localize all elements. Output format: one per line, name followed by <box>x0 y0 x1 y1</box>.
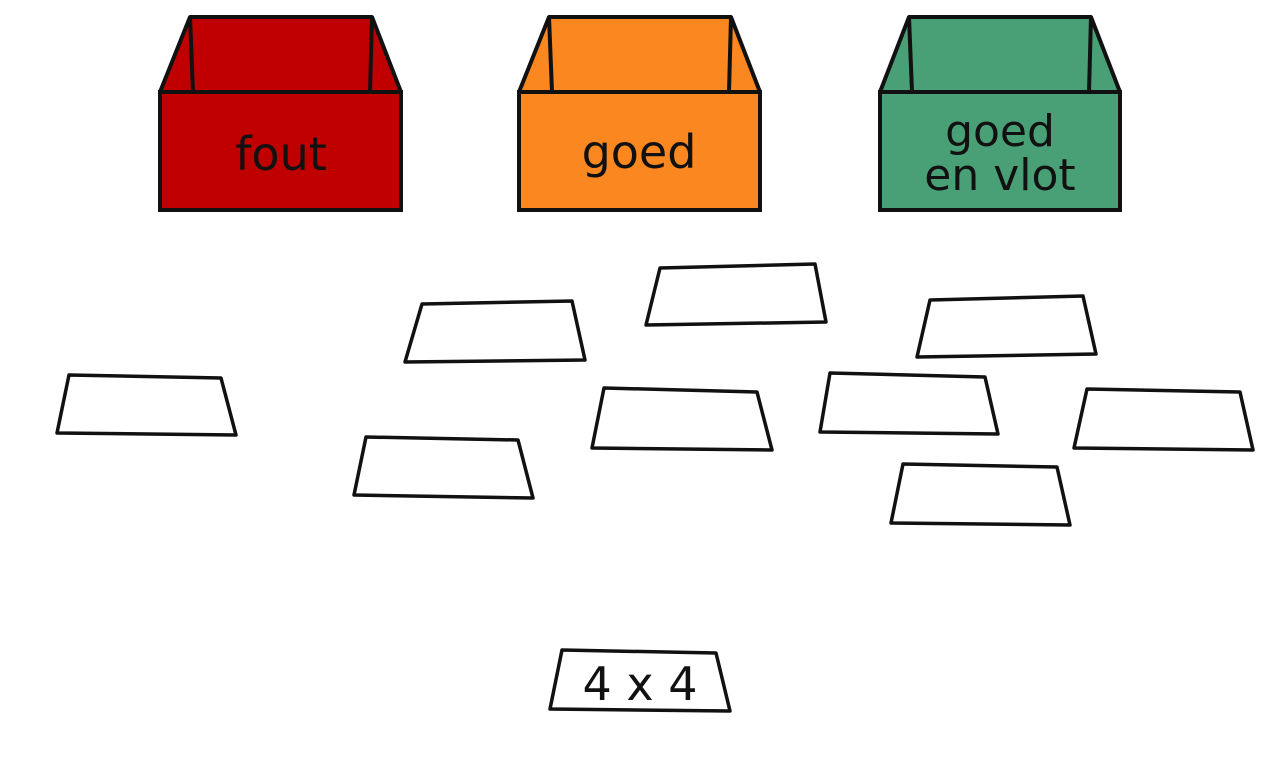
empty-card[interactable] <box>352 435 535 500</box>
box-label-line-1: goed <box>945 106 1055 157</box>
empty-card[interactable] <box>818 371 1000 436</box>
box-back <box>517 15 762 94</box>
sort-box-goed[interactable]: goed <box>517 15 762 212</box>
box-label: fout <box>235 127 327 181</box>
box-front <box>158 90 403 212</box>
box-label: goed <box>582 125 697 179</box>
empty-card[interactable] <box>590 386 774 452</box>
empty-card[interactable] <box>55 373 238 437</box>
active-card-outline <box>548 648 732 713</box>
empty-card[interactable] <box>403 299 587 364</box>
empty-card[interactable] <box>889 462 1072 527</box>
sort-box-fout[interactable]: fout <box>158 15 403 212</box>
box-back <box>878 15 1122 94</box>
box-front <box>878 90 1122 212</box>
empty-cards <box>55 262 1255 527</box>
empty-card[interactable] <box>644 262 828 327</box>
box-label-line-2: en vlot <box>924 150 1075 201</box>
active-card[interactable]: 4 x 4 <box>548 648 732 713</box>
sort-box-goed-en-vlot[interactable]: goed en vlot <box>878 15 1122 212</box>
box-front <box>517 90 762 212</box>
active-card-label: 4 x 4 <box>583 657 698 711</box>
empty-card[interactable] <box>915 294 1098 359</box>
empty-card[interactable] <box>1072 387 1255 452</box>
box-back <box>158 15 403 94</box>
